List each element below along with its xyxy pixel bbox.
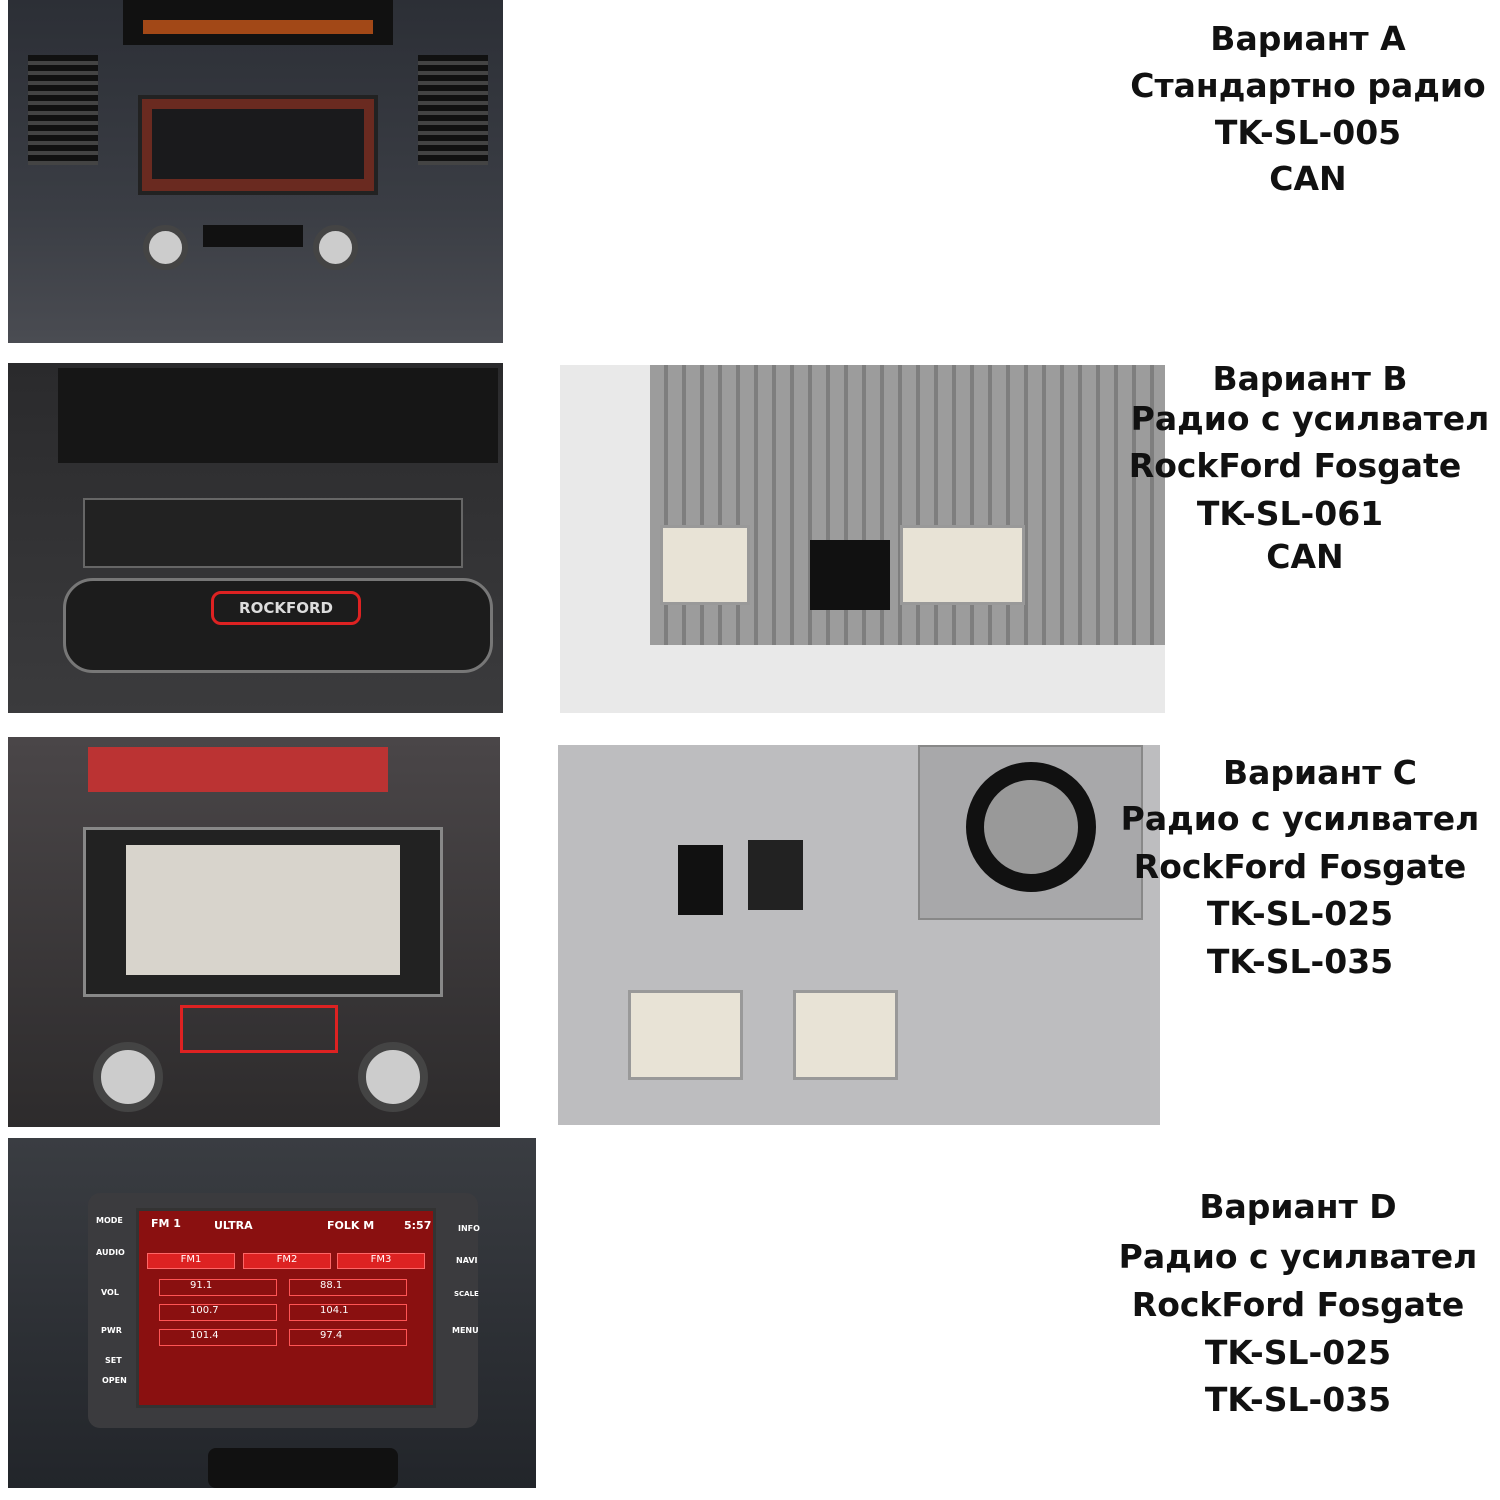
air-vent-right: [418, 55, 488, 165]
preset-3: 101.4: [159, 1329, 277, 1346]
port-2: [748, 840, 803, 910]
tab-fm1: FM1: [147, 1253, 235, 1269]
port-1: [678, 845, 723, 915]
nav-unit: [83, 827, 443, 997]
variant-part-number: TK-SL-005: [1214, 113, 1402, 152]
variant-description: Радио с усилвател: [1120, 799, 1480, 838]
connector-right: [900, 525, 1025, 605]
connector-left: [628, 990, 743, 1080]
audio-button: AUDIO: [96, 1248, 125, 1257]
air-vent-left: [28, 55, 98, 165]
radio-unit: [138, 95, 378, 195]
scale-button: SCALE: [454, 1290, 479, 1298]
display: [88, 747, 388, 792]
variant-title: Вариант A: [1210, 19, 1406, 58]
variant-part-number: TK-SL-025: [1204, 1333, 1392, 1372]
preset-4: 88.1: [289, 1279, 407, 1296]
photo-variant-d: MODE AUDIO VOL PWR SET OPEN INFO NAVI SC…: [8, 1138, 536, 1488]
rockford-logo: ROCKFORD: [211, 591, 361, 625]
mode-button: MODE: [96, 1216, 123, 1225]
variant-part-number: TK-SL-035: [1204, 1380, 1392, 1419]
photo-variant-c-back: [558, 745, 1160, 1125]
knob-left: [93, 1042, 163, 1112]
menu-button: MENU: [452, 1326, 479, 1335]
variant-description: Радио с усилвател: [1130, 399, 1490, 438]
navi-button: NAVI: [456, 1256, 478, 1265]
climate-knob-left: [143, 225, 188, 270]
climate-display: [203, 225, 303, 247]
preset-6: 97.4: [289, 1329, 407, 1346]
control-panel: ROCKFORD: [63, 578, 493, 673]
storage-tray: [58, 368, 498, 463]
open-button: OPEN: [102, 1376, 127, 1385]
station-label: ULTRA: [214, 1219, 253, 1232]
band-label: FM 1: [151, 1217, 181, 1230]
variant-protocol: CAN: [1266, 537, 1344, 576]
photo-variant-b-back: [560, 365, 1165, 713]
climate-display: [208, 1448, 398, 1488]
set-button: SET: [105, 1356, 122, 1365]
rockford-highlight: [180, 1005, 338, 1053]
connector-left: [660, 525, 750, 605]
genre-label: FOLK M: [327, 1219, 375, 1232]
fan-housing: [918, 745, 1143, 920]
preset-1: 91.1: [159, 1279, 277, 1296]
info-button: INFO: [458, 1224, 480, 1233]
variant-description: Радио с усилвател: [1118, 1237, 1478, 1276]
tab-fm2: FM2: [243, 1253, 331, 1269]
variant-part-number: TK-SL-061: [1196, 494, 1384, 533]
preset-5: 104.1: [289, 1304, 407, 1321]
variant-title: Вариант C: [1222, 753, 1418, 792]
variant-title: Вариант D: [1199, 1187, 1397, 1226]
variant-part-number: TK-SL-035: [1206, 942, 1394, 981]
clock: 5:57: [404, 1219, 432, 1232]
cd-panel: [83, 498, 463, 568]
pwr-button: PWR: [101, 1326, 122, 1335]
climate-knob-right: [313, 225, 358, 270]
variant-title: Вариант B: [1212, 359, 1408, 398]
tab-fm3: FM3: [337, 1253, 425, 1269]
knob-right: [358, 1042, 428, 1112]
variant-part-number: TK-SL-025: [1206, 894, 1394, 933]
connector-right: [793, 990, 898, 1080]
variant-brand: RockFord Fosgate: [1131, 1285, 1465, 1324]
photo-variant-a: [8, 0, 503, 343]
photo-variant-b-front: ROCKFORD: [8, 363, 503, 713]
vol-button: VOL: [101, 1288, 119, 1297]
variant-protocol: CAN: [1269, 159, 1347, 198]
variant-description: Стандартно радио: [1130, 66, 1486, 105]
variant-brand: RockFord Fosgate: [1133, 847, 1467, 886]
photo-variant-c-front: [8, 737, 500, 1127]
preset-2: 100.7: [159, 1304, 277, 1321]
port: [810, 540, 890, 610]
radio-screen: FM 1 ULTRA FOLK M 5:57 FM1 FM2 FM3 91.1 …: [136, 1208, 436, 1408]
variant-brand: RockFord Fosgate: [1128, 446, 1462, 485]
display: [123, 0, 393, 45]
